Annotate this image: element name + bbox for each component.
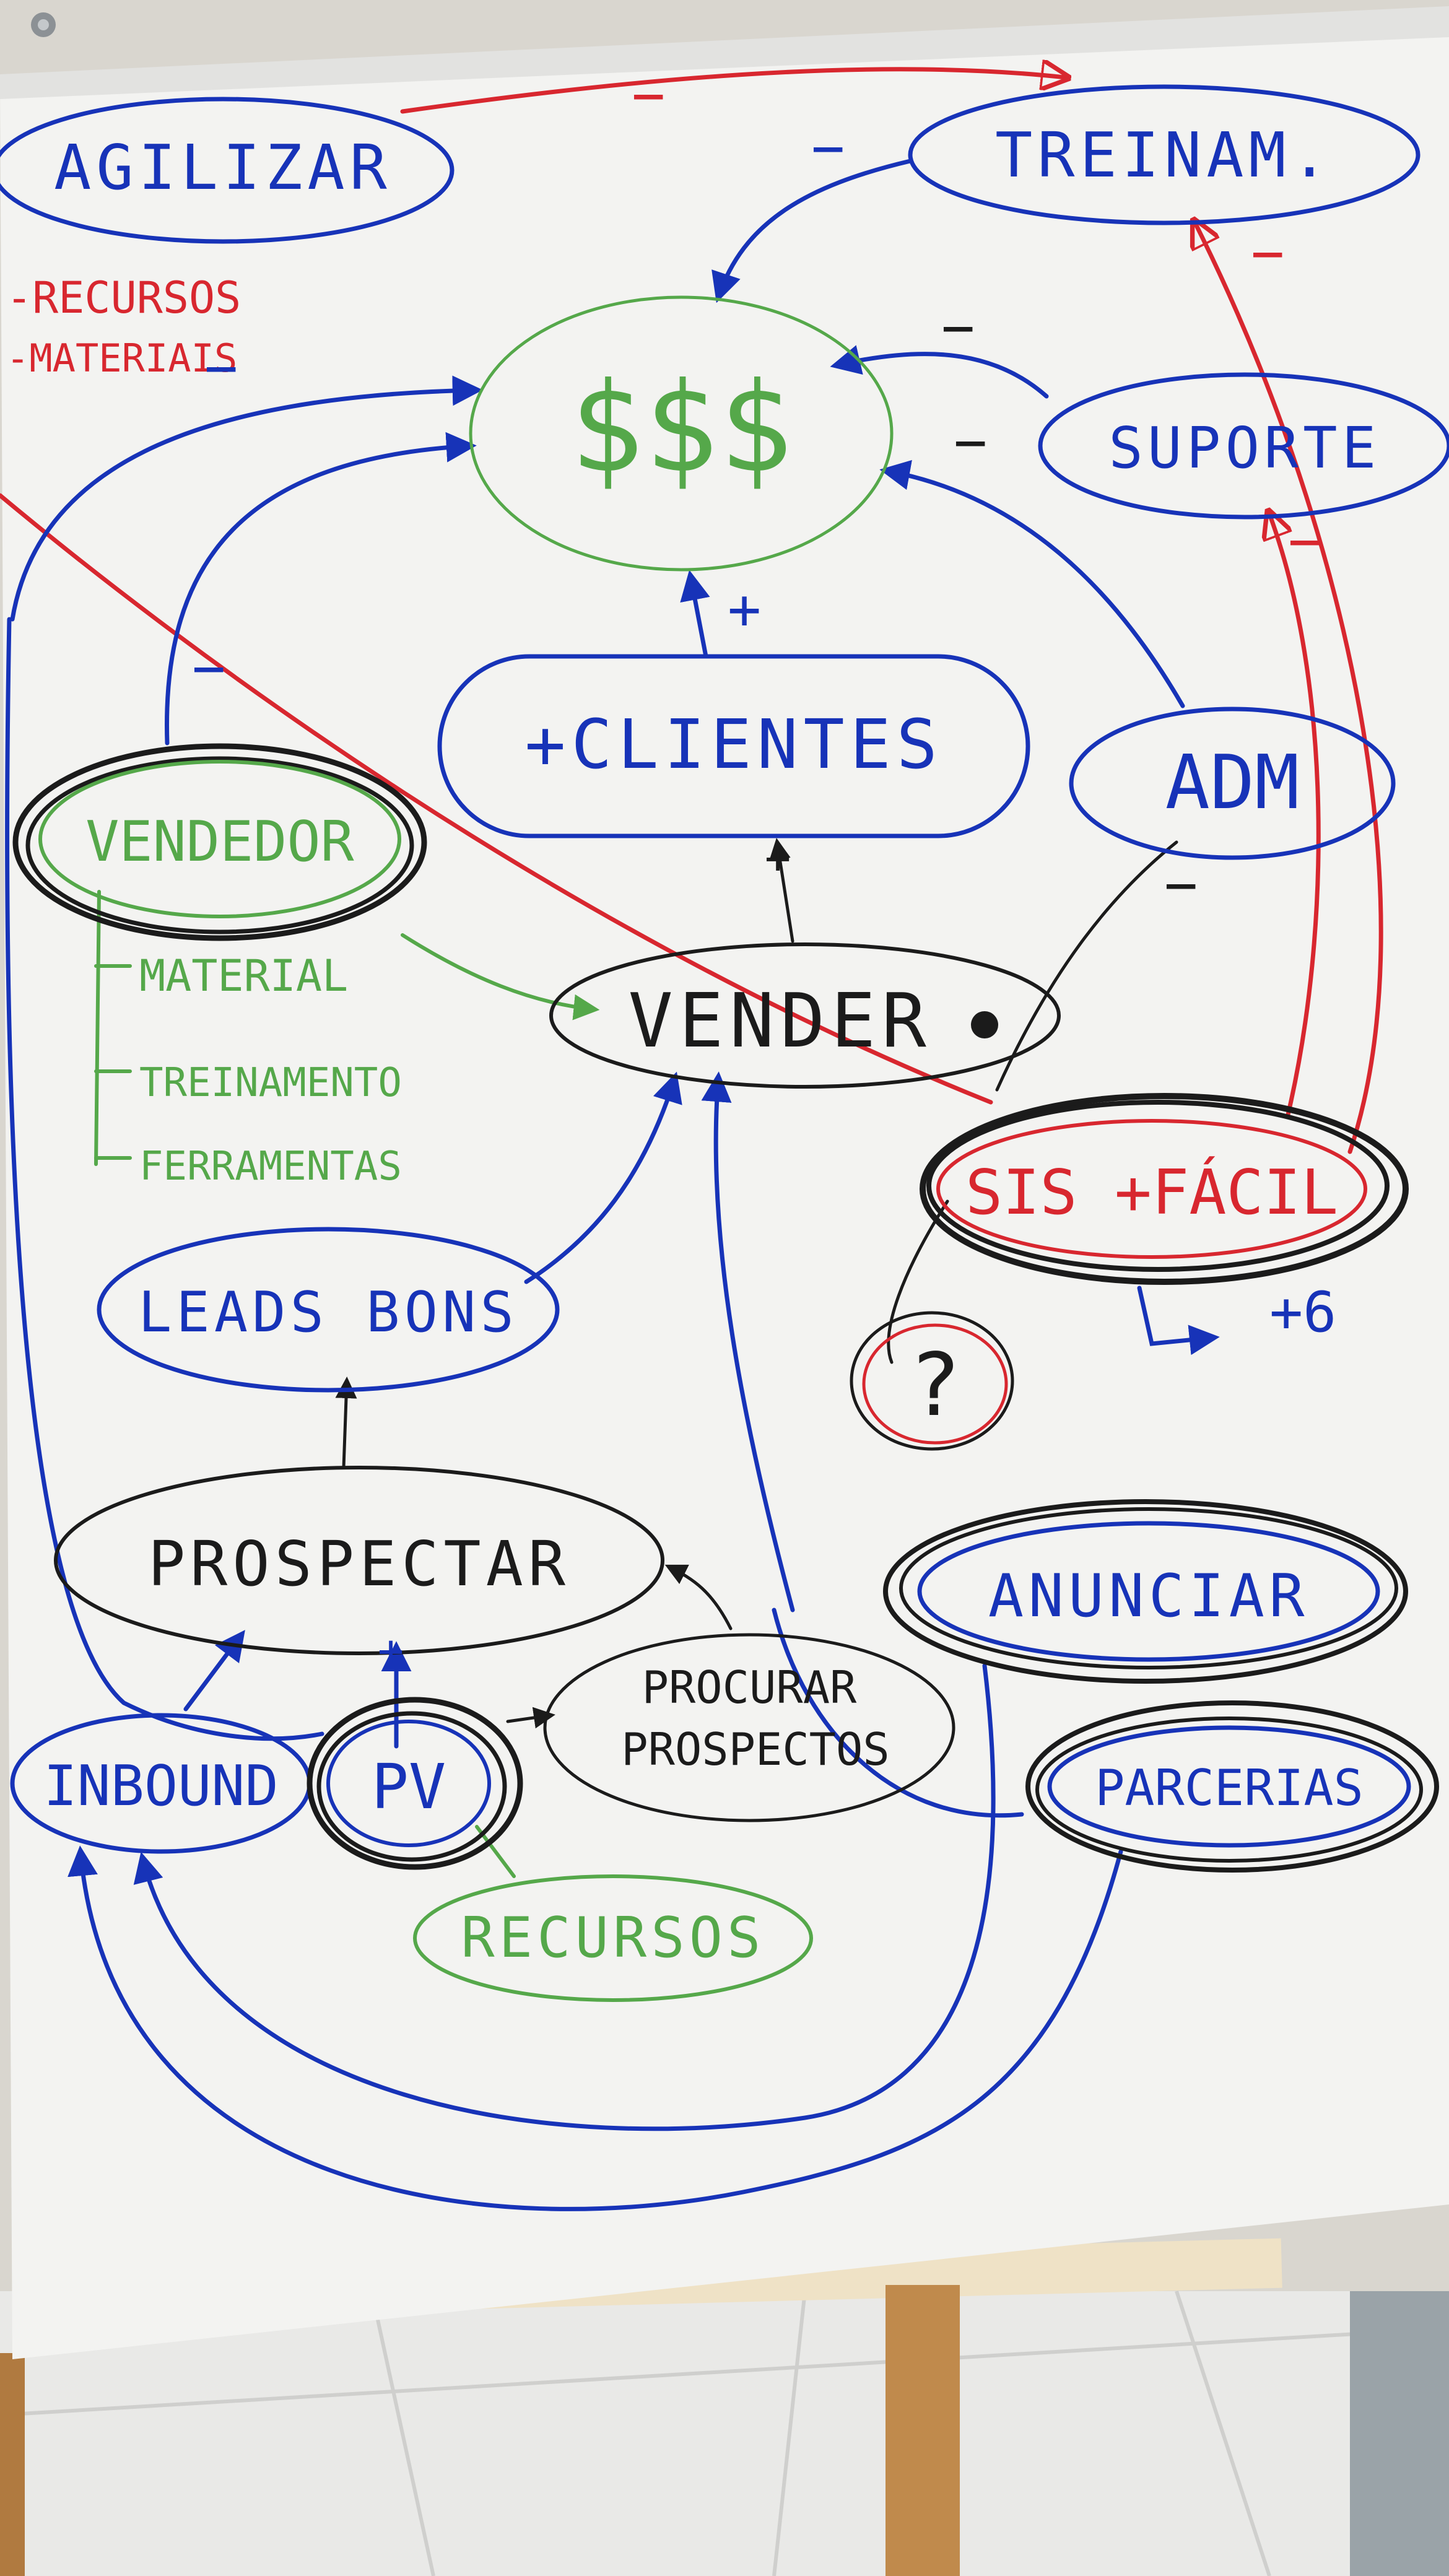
- svg-text:VENDEDOR: VENDEDOR: [85, 809, 354, 874]
- svg-text:MATERIAL: MATERIAL: [139, 951, 348, 1001]
- node-leads-bons: LEADS BONS: [97, 1227, 560, 1393]
- svg-text:?: ?: [909, 1335, 961, 1436]
- node-agilizar: AGILIZAR: [0, 97, 455, 244]
- node-adm: ADM: [1069, 707, 1396, 860]
- svg-text:PROCURAR: PROCURAR: [642, 1661, 857, 1713]
- svg-text:PARCERIAS: PARCERIAS: [1095, 1759, 1363, 1817]
- svg-text:-MATERIAIS: -MATERIAIS: [6, 336, 237, 381]
- svg-text:PROSPECTAR: PROSPECTAR: [148, 1528, 570, 1600]
- svg-text:AGILIZAR: AGILIZAR: [54, 131, 392, 204]
- node-parcerias: PARCERIAS: [1025, 1700, 1439, 1873]
- node-anunciar: ANUNCIAR: [883, 1499, 1408, 1684]
- svg-text:-RECURSOS: -RECURSOS: [6, 272, 241, 323]
- svg-text:$$$: $$$: [569, 356, 793, 500]
- svg-text:ANUNCIAR: ANUNCIAR: [988, 1562, 1309, 1630]
- thumbtack-icon: [31, 12, 56, 37]
- svg-text:−: −: [811, 116, 845, 181]
- svg-text:ADM: ADM: [1165, 740, 1300, 826]
- svg-text:LEADS BONS: LEADS BONS: [138, 1280, 518, 1345]
- svg-text:PV: PV: [372, 1751, 446, 1823]
- svg-text:−: −: [1251, 221, 1284, 286]
- svg-text:−: −: [1288, 509, 1321, 574]
- node-clientes: +CLIENTES: [437, 654, 1030, 838]
- svg-text:−: −: [204, 336, 238, 401]
- marker-dot: [971, 1011, 998, 1038]
- node-pv: PV: [307, 1697, 523, 1870]
- flipchart-paper: [0, 25, 1449, 2359]
- svg-text:TREINAM.: TREINAM.: [995, 119, 1333, 191]
- svg-text:+: +: [765, 833, 791, 884]
- svg-text:+CLIENTES: +CLIENTES: [524, 705, 942, 784]
- node-question: ?: [850, 1311, 1014, 1451]
- green-connections: [94, 890, 600, 1878]
- easel-leg: [886, 2285, 960, 2576]
- node-vender: VENDER: [549, 942, 1061, 1089]
- node-suporte: SUPORTE: [1038, 372, 1449, 520]
- node-treinam: TREINAM.: [908, 84, 1421, 225]
- node-prospectar: PROSPECTAR: [54, 1466, 664, 1655]
- svg-text:−: −: [632, 63, 665, 128]
- svg-text:PROSPECTOS: PROSPECTOS: [621, 1723, 889, 1775]
- svg-text:INBOUND: INBOUND: [43, 1754, 278, 1819]
- vendedor-items: MATERIAL TREINAMENTO FERRAMENTAS: [139, 951, 402, 1190]
- svg-text:VENDER: VENDER: [628, 978, 932, 1064]
- svg-text:SIS +FÁCIL: SIS +FÁCIL: [965, 1156, 1338, 1229]
- svg-text:−: −: [1164, 853, 1198, 918]
- svg-text:−: −: [941, 295, 975, 360]
- node-procurar-prospectos: PROCURAR PROSPECTOS: [543, 1633, 955, 1822]
- svg-text:+: +: [728, 577, 761, 642]
- svg-text:−: −: [954, 410, 987, 475]
- background: [0, 2238, 1449, 2576]
- svg-text:FERRAMENTAS: FERRAMENTAS: [139, 1144, 402, 1190]
- node-money: $$$: [469, 295, 894, 572]
- black-connections: [335, 838, 1178, 1729]
- node-sis-facil: SIS +FÁCIL: [920, 1093, 1409, 1285]
- svg-text:+: +: [378, 1625, 404, 1676]
- blue-connections: [5, 159, 1220, 2211]
- svg-text:RECURSOS: RECURSOS: [461, 1905, 765, 1970]
- node-recursos: RECURSOS: [413, 1874, 813, 2002]
- label-mais-6: +6: [1269, 1280, 1336, 1345]
- svg-text:SUPORTE: SUPORTE: [1108, 415, 1380, 481]
- node-vendedor: VENDEDOR: [12, 743, 427, 941]
- sign-annotations: − − − − − − − − − + + +: [192, 63, 1321, 1676]
- note-recursos-materiais: -RECURSOS -MATERIAIS: [6, 272, 241, 381]
- svg-text:−: −: [192, 636, 225, 701]
- svg-text:TREINAMENTO: TREINAMENTO: [139, 1060, 402, 1106]
